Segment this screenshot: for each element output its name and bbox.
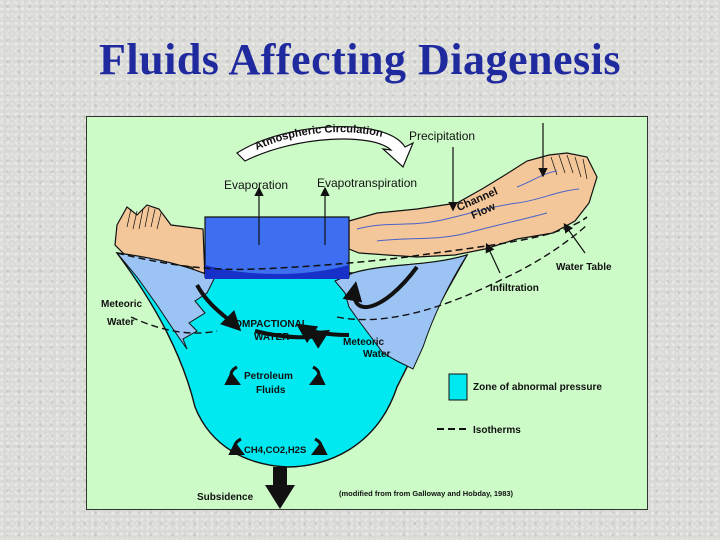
atmospheric-circulation-arrow [236, 126, 415, 169]
legend-abnormal-pressure-swatch [448, 373, 468, 401]
petroleum-fluids-line1: Petroleum [244, 371, 293, 382]
small-flow-arrows [224, 365, 328, 456]
lake [204, 216, 350, 278]
isotherm-line [130, 224, 588, 334]
gases-label: CH4,CO2,H2S [244, 445, 306, 456]
meteoric-water-left-line2: Water [107, 317, 135, 328]
precipitation-label: Precipitation [409, 129, 475, 143]
meteoric-zone-left [115, 252, 216, 350]
diagram-svg: Atmospheric Circulation [101, 123, 612, 509]
water-table-line [116, 216, 588, 271]
legend-isotherms-label: Isotherms [473, 425, 521, 436]
diagenesis-diagram: Atmospheric Circulation [86, 116, 648, 510]
source-citation: (modified from from Galloway and Hobday,… [339, 489, 514, 498]
meteoric-water-right-line1: Meteoric [343, 337, 385, 348]
petroleum-fluids-line2: Fluids [256, 385, 286, 396]
cliff-hatching [126, 154, 588, 230]
slide-title: Fluids Affecting Diagenesis [99, 35, 621, 84]
meteoric-water-left-line1: Meteoric [101, 299, 143, 310]
channel-streams [356, 170, 580, 242]
meteoric-zone-right [334, 254, 469, 370]
evapotranspiration-label: Evapotranspiration [317, 176, 417, 190]
lake-bottom [205, 265, 349, 279]
subsidence-label: Subsidence [197, 492, 254, 503]
water-table-label: Water Table [556, 262, 612, 273]
compactional-water-line1: COMPACTIONAL [227, 319, 308, 330]
compactional-water-line2: WATER [254, 332, 290, 343]
evaporation-label: Evaporation [224, 178, 288, 192]
meteoric-water-right-line2: Water [363, 349, 391, 360]
flow-arrows [195, 265, 419, 349]
legend-abnormal-pressure-label: Zone of abnormal pressure [473, 382, 602, 393]
subsidence-arrow [265, 467, 295, 509]
process-arrows [254, 123, 586, 274]
infiltration-label: Infiltration [490, 283, 539, 294]
